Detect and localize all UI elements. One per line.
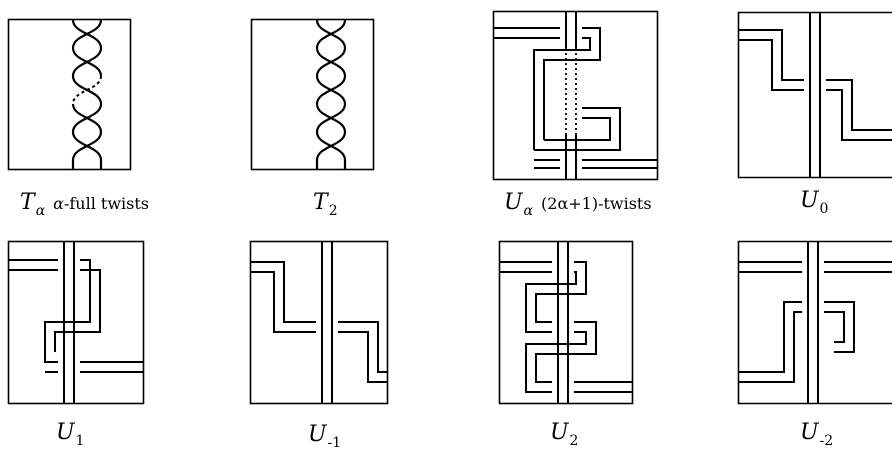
- u-2-diagram: [498, 240, 634, 405]
- u-alpha-diagram: [492, 10, 659, 181]
- caption-u-neg1: U-1: [308, 422, 342, 451]
- caption-u-1: U1: [56, 420, 85, 449]
- u-neg2-diagram: [737, 240, 892, 405]
- u-1-diagram: [7, 240, 145, 405]
- u-neg1-diagram: [249, 240, 389, 405]
- caption-u-alpha: Uα(2α+1)-twists: [504, 190, 652, 219]
- u-0-diagram: [737, 11, 892, 179]
- caption-u-0: U0: [800, 188, 829, 217]
- caption-t-2: T2: [313, 190, 338, 219]
- t-alpha-diagram: [7, 18, 132, 171]
- caption-u-2: U2: [550, 420, 579, 449]
- t-2-diagram: [250, 18, 375, 171]
